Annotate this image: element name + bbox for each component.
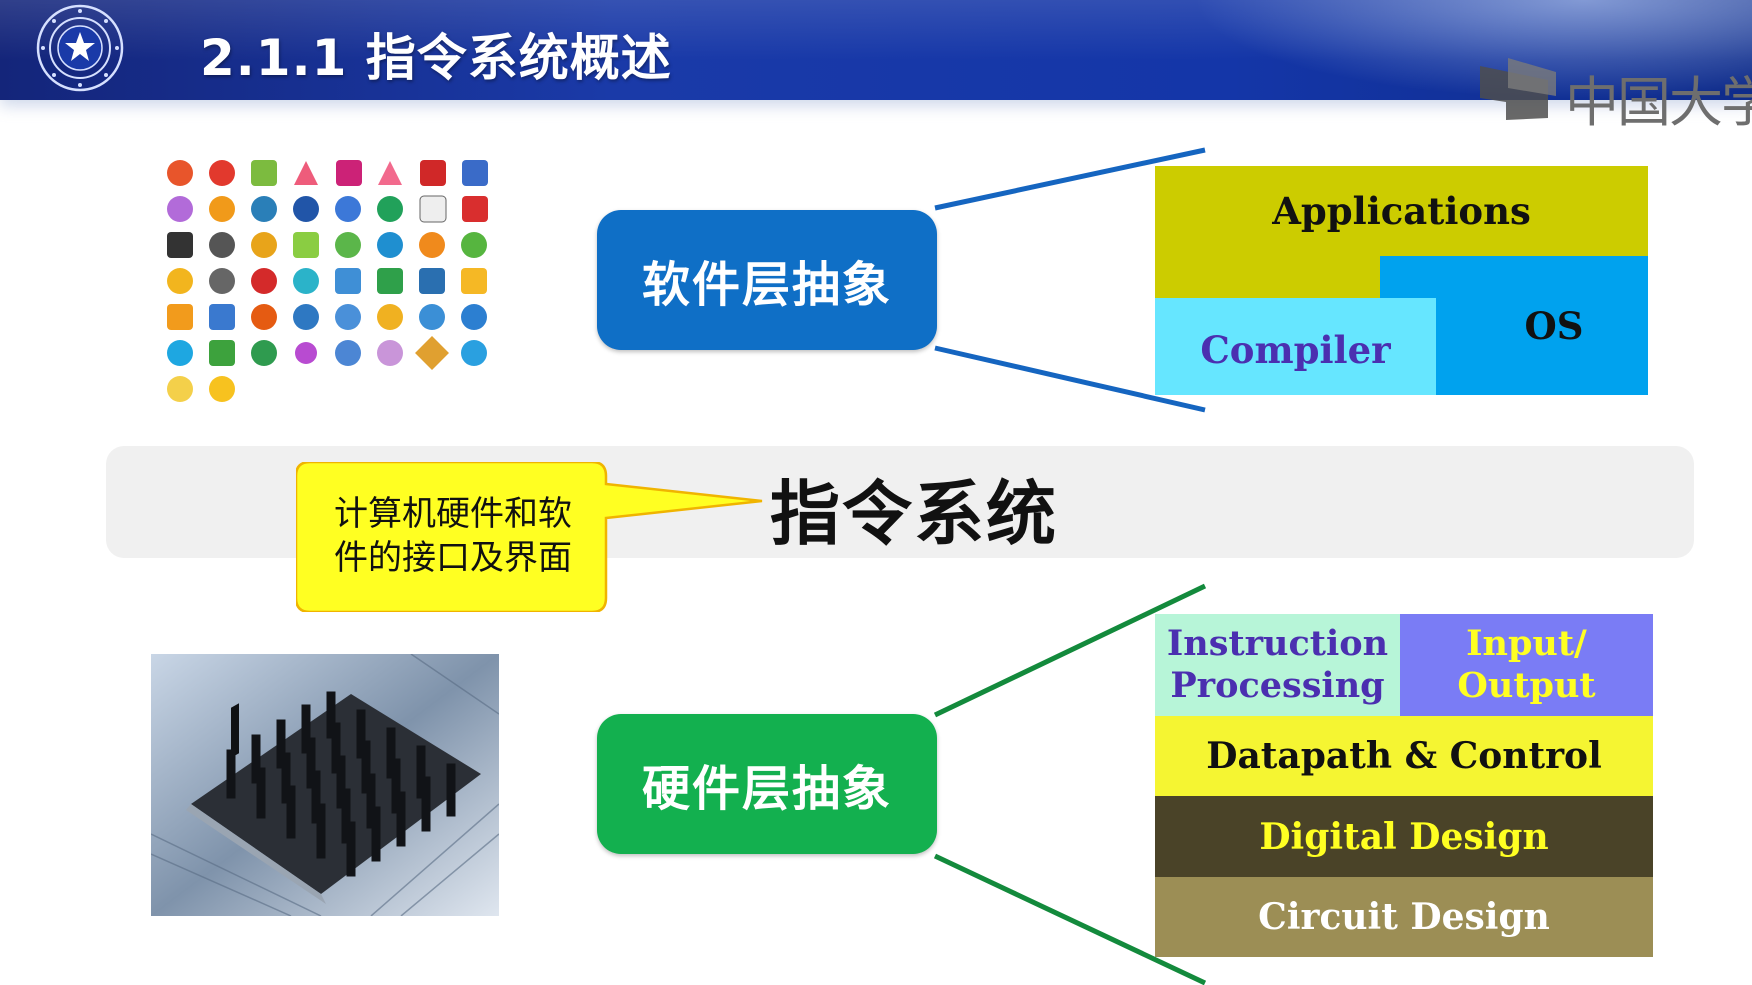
- university-emblem-icon: [36, 4, 124, 92]
- applications-layer-notch: [1155, 256, 1380, 298]
- callout-text: 计算机硬件和软 件的接口及界面: [334, 492, 614, 580]
- software-top-connector: [934, 147, 1206, 211]
- mooc-logo-icon: [1480, 58, 1556, 120]
- datapath-control-layer: Datapath & Control: [1155, 716, 1653, 796]
- circuit-design-layer: Circuit Design: [1155, 877, 1653, 957]
- hardware-top-connector: [933, 583, 1207, 718]
- callout-line-1: 计算机硬件和软: [334, 494, 572, 534]
- applications-layer: Applications: [1155, 166, 1648, 256]
- app-icon-row-4: [167, 268, 487, 294]
- software-abstraction-label: 软件层抽象: [597, 210, 937, 350]
- callout-bubble: [296, 462, 763, 612]
- instruction-set-title: 指令系统: [770, 473, 1058, 555]
- app-icon-row-1: [167, 160, 488, 186]
- hardware-bottom-connector: [933, 853, 1207, 985]
- app-icon-row-5: [167, 304, 487, 330]
- app-icon-row-3: [167, 232, 487, 258]
- compiler-layer: Compiler: [1155, 298, 1436, 395]
- instruction-processing-layer: Instruction Processing: [1155, 614, 1400, 716]
- chip-heatsink-photo: [151, 654, 499, 916]
- app-icon-row-7: [167, 376, 235, 402]
- hardware-abstraction-label: 硬件层抽象: [597, 714, 937, 854]
- digital-design-layer: Digital Design: [1155, 796, 1653, 877]
- slide-header: [0, 0, 1752, 100]
- software-icons-grid: [167, 160, 488, 402]
- input-output-layer: Input/ Output: [1400, 614, 1653, 716]
- app-icon-row-6: [167, 336, 487, 370]
- software-bottom-connector: [934, 345, 1206, 413]
- mooc-watermark: 中国大学: [1565, 71, 1752, 134]
- slide-title: 2.1.1 指令系统概述: [200, 29, 672, 87]
- app-icon-row-2: [167, 195, 488, 223]
- callout-line-2: 件的接口及界面: [334, 538, 572, 578]
